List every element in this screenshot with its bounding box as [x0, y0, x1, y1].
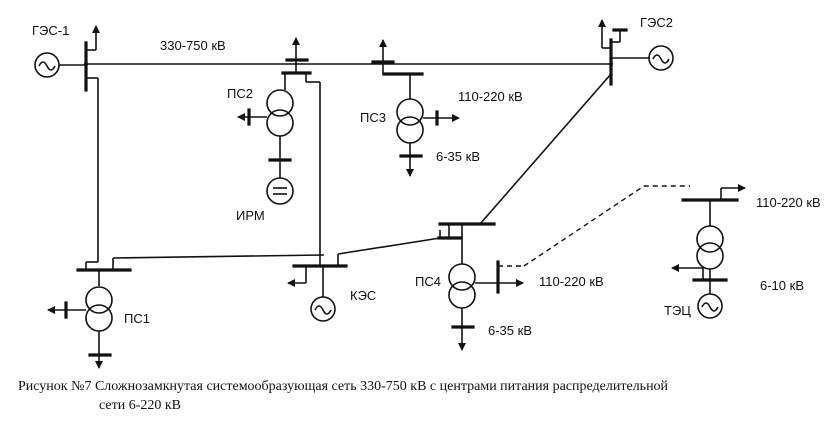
irm-compensator-icon [266, 177, 294, 205]
label-ps4-lv: 6-35 кВ [488, 323, 532, 338]
ps1-node [47, 254, 325, 369]
label-main-voltage: 330-750 кВ [160, 38, 226, 53]
generator-icon [648, 45, 674, 71]
ps4-node [437, 222, 524, 351]
label-kes: КЭС [350, 288, 376, 303]
ges1-node [34, 25, 100, 262]
transformer-icon [396, 98, 424, 126]
label-ps4: ПС4 [415, 274, 441, 289]
ges2-node [479, 19, 674, 225]
transformer-icon [696, 225, 724, 253]
label-ges1: ГЭС-1 [32, 23, 69, 38]
label-irm: ИРМ [236, 208, 265, 223]
label-tec-lv: 6-10 кВ [760, 278, 804, 293]
tec-node [671, 184, 746, 319]
transformer-icon [85, 286, 113, 314]
ps2-node [237, 37, 321, 260]
label-ges2: ГЭС2 [640, 15, 673, 30]
label-tec-hv: 110-220 кВ [756, 195, 821, 210]
caption-line-1: Рисунок №7 Сложнозамкнутая системообразу… [18, 379, 669, 394]
generator-icon [310, 296, 336, 322]
label-ps3: ПС3 [360, 110, 386, 125]
label-tec: ТЭЦ [664, 303, 691, 318]
figure-caption: Рисунок №7 Сложнозамкнутая системообразу… [18, 377, 818, 415]
transformer-icon [266, 89, 294, 117]
label-ps3-hv: 110-220 кВ [458, 89, 523, 104]
transformer-icon [448, 263, 476, 291]
label-ps1: ПС1 [124, 311, 150, 326]
label-ps3-lv: 6-35 кВ [436, 149, 480, 164]
generator-icon [697, 293, 723, 319]
label-ps4-hv: 110-220 кВ [539, 274, 604, 289]
ps3-node [371, 39, 460, 177]
kes-node [287, 237, 441, 322]
label-ps2: ПС2 [227, 86, 253, 101]
caption-line-2: сети 6-220 кВ [99, 398, 182, 413]
tie-line-dashed [523, 185, 690, 267]
